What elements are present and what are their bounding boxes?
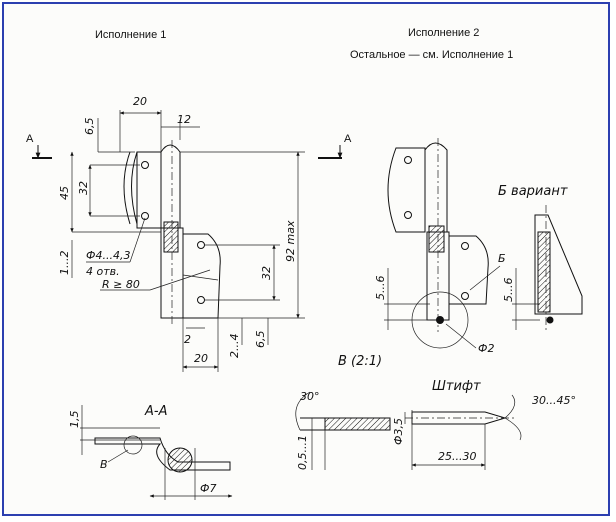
v2-hole-2 (404, 211, 412, 219)
dim-0-5-1: 0,5...1 (296, 435, 309, 470)
heading-variant-2: Исполнение 2 (408, 27, 479, 39)
dim-6-5-top: 6,5 (83, 118, 96, 136)
detail-circle-v (123, 435, 143, 455)
label-b-leader: Б (498, 252, 506, 265)
note-radius: R ≥ 80 (102, 278, 140, 291)
knuckle-upper (160, 144, 181, 228)
dim-32-right: 32 (260, 266, 273, 280)
dim-2-4: 2...4 (228, 334, 241, 359)
leaf-curve (123, 151, 131, 225)
dim-phi2: Ф2 (478, 342, 494, 355)
v2-hole-1 (404, 156, 412, 164)
variant-1-view: А 20 12 6,5 45 32 (26, 95, 305, 372)
pin-end (436, 316, 444, 324)
leader (445, 323, 477, 349)
pin-view: 25...30 Ф3,5 30...45° (392, 394, 576, 470)
dim-angle-30: 30° (300, 390, 320, 403)
note-hole-dia: Ф4...4,3 (86, 249, 130, 262)
v2-knuckle-section (428, 225, 445, 253)
angle-arc (504, 394, 516, 419)
note-hole-count: 4 отв. (86, 265, 120, 278)
vb-plate (534, 214, 583, 315)
v2-lower-plate (449, 235, 489, 305)
leader (129, 217, 146, 263)
angle-arc (504, 417, 522, 441)
variant-b-view: 5...6 (502, 205, 583, 330)
leader (149, 269, 211, 291)
hole-upper-1 (141, 161, 149, 169)
v2-hole-3 (461, 242, 469, 250)
heading-variant-b: Б вариант (498, 184, 568, 199)
cut-label-a-left: А (26, 133, 34, 145)
knuckle-section (163, 221, 179, 253)
dim-phi7: Ф7 (200, 482, 216, 495)
dim-2: 2 (184, 333, 191, 346)
upper-plate (136, 151, 162, 229)
dim-angle-30-45: 30...45° (532, 394, 576, 407)
section-a-a: 1,5 В Ф7 (68, 405, 233, 500)
angle-arc (295, 391, 311, 431)
variant-2-view: А Б Ф2 5...6 (318, 133, 506, 355)
lower-plate-edge (182, 274, 219, 281)
section-profile (94, 437, 231, 471)
cut-label-a-right: А (344, 133, 352, 145)
dim-5-6-a: 5...6 (374, 276, 387, 301)
detail-v-view: 30° 0,5...1 (295, 390, 391, 470)
dim-20-top: 20 (133, 95, 147, 108)
v2-hole-4 (461, 292, 469, 300)
dim-12: 12 (177, 113, 191, 126)
hole-lower-2 (197, 296, 205, 304)
dim-32-left: 32 (77, 181, 90, 195)
mark-v: В (100, 458, 108, 471)
dim-25-30: 25...30 (438, 450, 476, 463)
dim-6-5-bottom: 6,5 (254, 331, 267, 349)
v2-knuckle-upper (424, 142, 448, 232)
heading-variant-1: Исполнение 1 (95, 29, 166, 41)
heading-rest: Остальное — см. Исполнение 1 (350, 49, 513, 61)
vb-section (537, 231, 551, 313)
hole-lower-1 (197, 241, 205, 249)
section-knuckle (167, 447, 193, 473)
heading-section-aa: А-А (144, 404, 167, 419)
vb-pin (546, 316, 554, 324)
dim-5-6-b: 5...6 (502, 278, 515, 303)
heading-detail-v: В (2:1) (338, 354, 382, 369)
dim-phi3-5: Ф3,5 (392, 418, 405, 445)
lower-plate (183, 233, 221, 319)
dim-1-2: 1...2 (58, 251, 71, 276)
dim-1-5: 1,5 (68, 411, 81, 429)
v2-upper-plate (387, 147, 426, 233)
leaf-curve-inner (131, 151, 138, 225)
dim-20-bottom: 20 (194, 352, 208, 365)
dim-92-max: 92 max (284, 220, 297, 262)
detail-v-plate (324, 417, 391, 431)
heading-pin: Штифт (432, 379, 481, 394)
leader (107, 449, 129, 463)
leader (469, 265, 501, 291)
dim-45: 45 (58, 186, 71, 200)
hole-upper-2 (141, 212, 149, 220)
